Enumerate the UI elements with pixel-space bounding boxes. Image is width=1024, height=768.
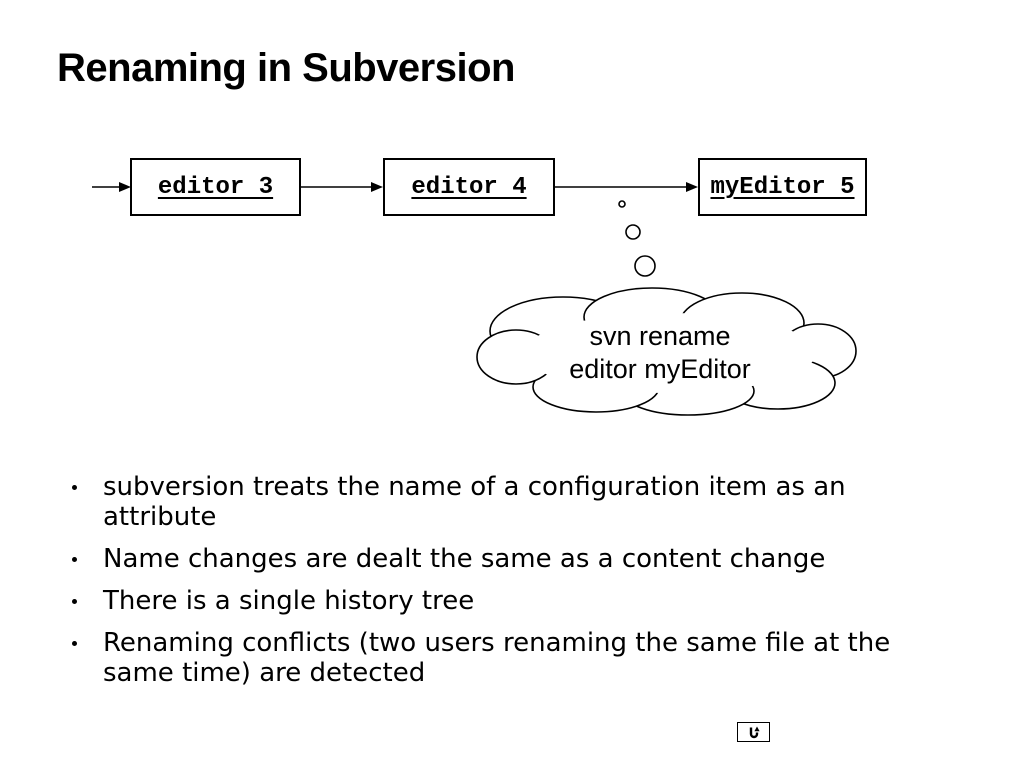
version-node-label: editor 3: [157, 173, 274, 201]
bullet-dot-icon: [72, 485, 77, 490]
bullet-item: Name changes are dealt the same as a con…: [60, 544, 942, 574]
version-node-label: editor 4: [411, 173, 527, 201]
bullet-text: Renaming conflicts (two users renaming t…: [103, 628, 891, 688]
version-node-editor-3: editor 3: [130, 158, 301, 216]
thought-cloud-shape: [476, 287, 857, 416]
bullet-item: Renaming conflicts (two users renaming t…: [60, 628, 942, 688]
bullet-text: subversion treats the name of a configur…: [103, 472, 846, 532]
version-node-myeditor-5: myEditor 5: [698, 158, 867, 216]
arrowhead-icon: [119, 182, 131, 192]
thought-cloud-text: svn rename editor myEditor: [510, 320, 810, 386]
version-node-editor-4: editor 4: [383, 158, 555, 216]
bullet-dot-icon: [72, 599, 77, 604]
version-node-label: myEditor 5: [710, 173, 855, 201]
arrowhead-icon: [371, 182, 383, 192]
return-action-button[interactable]: [737, 722, 770, 742]
thought-bubble-trail: [618, 200, 656, 277]
bullet-text: Name changes are dealt the same as a con…: [103, 544, 826, 574]
u-turn-arrow-icon: [749, 726, 760, 738]
bullet-text: There is a single history tree: [103, 586, 475, 616]
bullet-dot-icon: [72, 557, 77, 562]
page-title: Renaming in Subversion: [57, 46, 515, 90]
bullet-dot-icon: [72, 641, 77, 646]
bullet-item: subversion treats the name of a configur…: [60, 472, 942, 532]
cloud-command-line-2: editor myEditor: [569, 354, 751, 384]
arrowhead-icon: [686, 182, 698, 192]
bullet-list: subversion treats the name of a configur…: [60, 472, 942, 700]
cloud-command-line-1: svn rename: [589, 321, 731, 351]
bullet-item: There is a single history tree: [60, 586, 942, 616]
